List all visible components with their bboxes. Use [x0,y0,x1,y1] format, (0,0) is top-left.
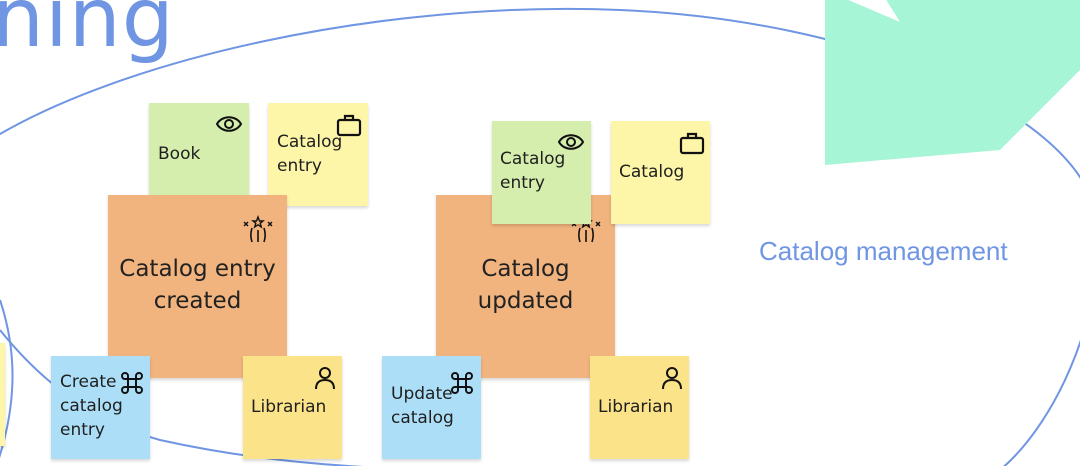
eye-icon [215,113,243,140]
event-text-line1: Catalog entry [119,256,276,282]
command-sticky-create-catalog-entry[interactable]: Create catalog entry [51,356,150,459]
sticky-text-line2: catalog [391,408,454,428]
actor-sticky-librarian[interactable]: Librarian [243,356,342,459]
sticky-text-line2: catalog [60,396,123,416]
sticky-text: Librarian [598,397,674,417]
actor-sticky-librarian[interactable]: Librarian [590,356,689,459]
event-sticky-catalog-updated[interactable]: Catalog updated [436,195,615,378]
arrow-shape[interactable] [825,0,1080,165]
read-model-sticky-book[interactable]: Book [149,103,249,206]
event-text-line2: created [153,288,242,314]
aggregate-sticky-catalog[interactable]: Catalog [611,121,710,224]
briefcase-icon [679,131,705,160]
fireworks-icon [241,214,275,249]
sticky-text-line3: entry [60,420,105,440]
partial-sticky-left-edge[interactable] [0,343,5,446]
event-text-line2: updated [477,288,574,314]
person-icon [661,366,683,395]
event-sticky-catalog-entry-created[interactable]: Catalog entry created [108,195,287,378]
event-text-line1: Catalog [481,256,570,282]
sticky-text-line1: Catalog [277,132,343,152]
read-model-sticky-catalog-entry[interactable]: Catalog entry [492,121,591,224]
bounded-context-label: Catalog management [759,236,1008,266]
sticky-text-line1: Catalog [500,149,566,169]
sticky-text: Catalog [619,162,685,182]
briefcase-icon [336,113,362,142]
eye-icon [557,131,585,158]
command-sticky-update-catalog[interactable]: Update catalog [382,356,481,459]
command-icon [450,371,474,400]
board-heading: ning [0,0,175,66]
aggregate-sticky-catalog-entry[interactable]: Catalog entry [268,103,368,206]
sticky-text-line2: entry [500,173,545,193]
command-icon [120,371,144,400]
person-icon [314,366,336,395]
sticky-text: Book [158,144,201,164]
sticky-text-line1: Create [60,372,117,392]
sticky-text-line1: Update [391,384,453,404]
sticky-text-line2: entry [277,156,322,176]
sticky-text: Librarian [251,397,327,417]
